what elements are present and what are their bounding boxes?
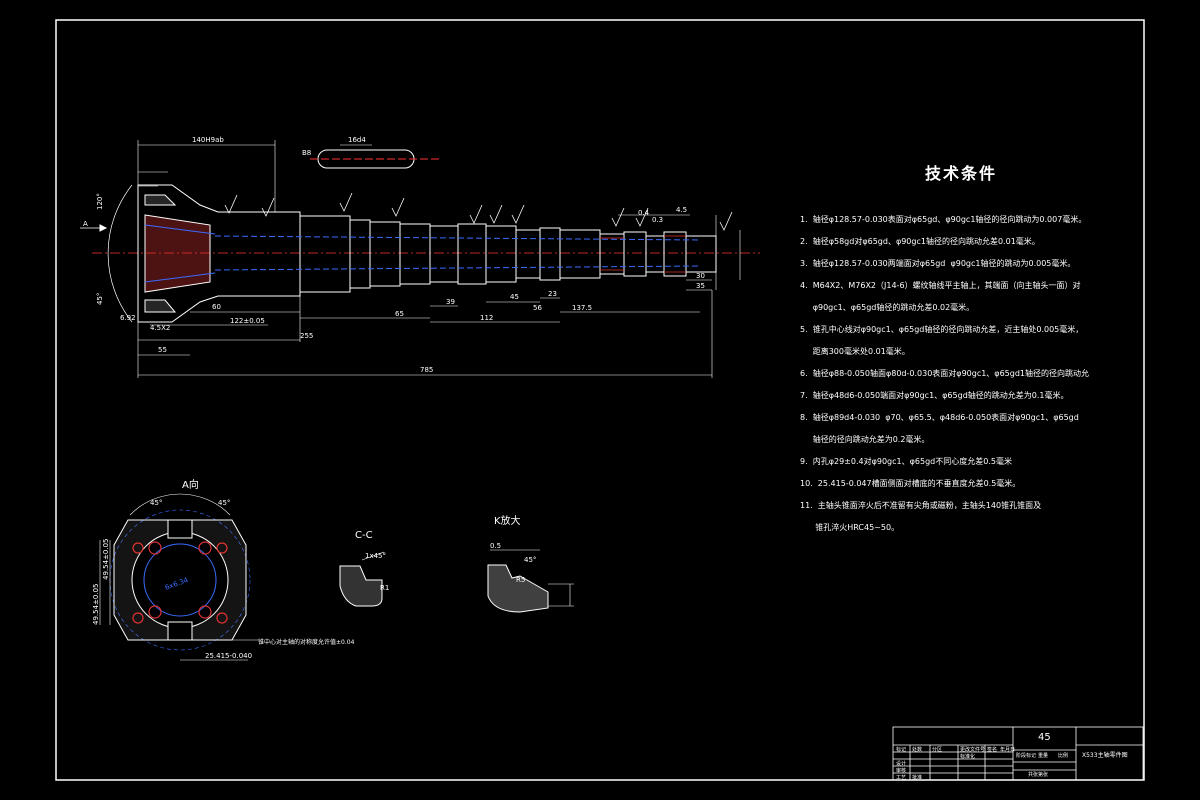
- tech-item: 1. 轴径φ128.57-0.030表面对φ65gd、φ90gc1轴径的径向跳动…: [800, 215, 1087, 224]
- tech-conditions: 技术条件 1. 轴径φ128.57-0.030表面对φ65gd、φ90gc1轴径…: [800, 160, 1130, 544]
- tech-item: 轴径的径向跳动允差为0.2毫米。: [800, 435, 930, 444]
- tech-conditions-title: 技术条件: [925, 164, 998, 183]
- tech-item: 10. 25.415-0.047槽面侧面对槽底的不垂直度允差0.5毫米。: [800, 479, 1021, 488]
- tb-cell: 标记: [896, 747, 907, 753]
- tech-item: 5. 锥孔中心线对φ90gc1、φ65gd轴径的径向跳动允差，近主轴处0.005…: [800, 325, 1084, 334]
- tb-cell: 处数: [912, 747, 923, 753]
- view-a: [99, 493, 258, 661]
- dim-39: 39: [446, 298, 455, 306]
- dim-a-4954b: 49.54±0.05: [92, 584, 100, 626]
- section-cc-label: C-C: [355, 530, 373, 541]
- dim-a-25415: 25.415-0.040: [205, 652, 252, 660]
- dim-65: 65: [395, 310, 404, 318]
- dim-chamfer: 1x45°: [365, 552, 386, 560]
- detail-k-text: 0.5 45° R5: [490, 542, 536, 584]
- dim-a-45-left: 45°: [150, 499, 162, 507]
- tech-item: 锥孔淬火HRC45~50。: [800, 523, 900, 532]
- shaft-view: [80, 140, 760, 378]
- tb-cell: 年月日: [1000, 747, 1016, 753]
- dim-k-r5: R5: [516, 576, 525, 584]
- tb-cell: 标准化: [960, 754, 976, 760]
- shaft-dimensions: 785 140H9ab 16d4 255 122±0.05 60 55 65 1…: [83, 136, 705, 374]
- tb-cell: 更改文件号: [960, 747, 986, 753]
- tech-item: φ90gc1、φ65gd轴径的跳动允差0.02毫米。: [800, 303, 975, 312]
- dim-k-45: 45°: [524, 556, 536, 564]
- tb-cell: 设计: [896, 761, 907, 767]
- dim-45: 45: [510, 293, 519, 301]
- tb-cell: 重量: [1038, 753, 1049, 759]
- dim-r1: R1: [380, 584, 389, 592]
- dim-45b: 4.5: [676, 206, 687, 214]
- tech-conditions-list: 1. 轴径φ128.57-0.030表面对φ65gd、φ90gc1轴径的径向跳动…: [800, 214, 1130, 533]
- tb-cell: 分区: [932, 747, 943, 753]
- dim-55: 55: [158, 346, 167, 354]
- tech-item: 8. 轴径φ89d4-0.030 φ70、φ65.5、φ48d6-0.050表面…: [800, 413, 1079, 422]
- dim-45x2: 4.5X2: [150, 324, 170, 332]
- tb-cell: 比例: [1058, 753, 1069, 759]
- tb-cell: 审核: [896, 768, 907, 774]
- dim-03: 0.3: [652, 216, 663, 224]
- tech-item: 3. 轴径φ128.57-0.030两端面对φ65gd φ90gc1轴径的跳动为…: [800, 259, 1076, 268]
- tech-item: 11. 主轴头锥面淬火后不准留有尖角或磁粉，主轴头140锥孔锥面及: [800, 501, 1042, 510]
- dim-35: 35: [696, 282, 705, 290]
- tech-item: 距离300毫米处0.01毫米。: [800, 347, 910, 356]
- dim-angle-top: 120°: [96, 193, 104, 210]
- tech-item: 7. 轴径φ48d6-0.050端面对φ90gc1、φ65gd轴径的跳动允差为0…: [800, 391, 1069, 400]
- dim-30: 30: [696, 272, 705, 280]
- tb-cell: 签名: [987, 747, 998, 753]
- view-arrow-label: A: [83, 220, 88, 228]
- dim-56: 56: [533, 304, 542, 312]
- dim-b8: B8: [302, 149, 311, 157]
- tb-cell: 共张第张: [1028, 772, 1049, 778]
- dim-a-45-right: 45°: [218, 499, 230, 507]
- dim-692: 6.92: [120, 314, 136, 322]
- dim-122: 122±0.05: [230, 317, 265, 325]
- tb-cell: 工艺: [896, 775, 907, 781]
- detail-k-label: K放大: [494, 516, 521, 527]
- dim-overall: 785: [420, 366, 433, 374]
- dim-04: 0.4: [638, 209, 650, 217]
- dim-255: 255: [300, 332, 313, 340]
- dim-140: 140H9ab: [192, 136, 224, 144]
- dim-112: 112: [480, 314, 493, 322]
- tech-item: 9. 内孔φ29±0.4对φ90gc1、φ65gd不同心度允差0.5毫米: [800, 457, 1012, 466]
- section-cc-text: 1x45° R1: [365, 552, 389, 592]
- dim-a-4954a: 49.54±0.05: [102, 539, 110, 581]
- material-label: 45: [1038, 732, 1051, 743]
- tech-item: 6. 轴径φ88-0.050轴面φ80d-0.030表面对φ90gc1、φ65g…: [800, 369, 1090, 378]
- view-a-label: A向: [182, 480, 199, 491]
- dim-16: 16d4: [348, 136, 366, 144]
- dim-k-05: 0.5: [490, 542, 501, 550]
- drawing-border: [55, 19, 1145, 781]
- title-block: [892, 726, 1144, 781]
- tb-cell: 阶段标记: [1016, 753, 1037, 759]
- tech-item: 4. M64X2、M76X2（J14-6）螺纹轴线平主轴上，其端面（向主轴头一面…: [800, 281, 1081, 290]
- tech-item: 2. 轴径φ58gd对φ65gd、φ90gc1轴径的径向跳动允差0.01毫米。: [800, 237, 1040, 246]
- dim-137: 137.5: [572, 304, 592, 312]
- dim-60: 60: [212, 303, 221, 311]
- detail-k: [487, 549, 574, 613]
- drawing-name: X533主轴零件图: [1082, 752, 1128, 759]
- tb-cell: 批准: [912, 775, 923, 781]
- hole-note: 锥中心对主轴的对称度允许值±0.04: [258, 638, 355, 646]
- section-cc: [339, 551, 385, 607]
- dim-angle-bottom: 45°: [96, 293, 104, 305]
- dim-23: 23: [548, 290, 557, 298]
